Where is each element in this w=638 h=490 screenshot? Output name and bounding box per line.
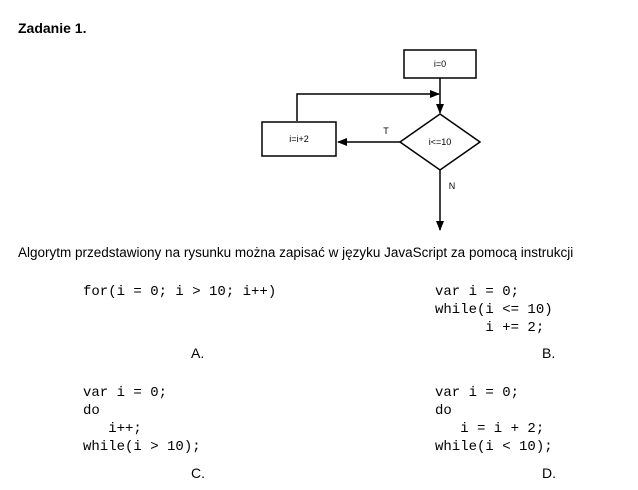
action-box-label: i=i+2 (289, 134, 309, 144)
option-a-label: A. (191, 345, 205, 361)
question-text: Algorytm przedstawiony na rysunku można … (18, 245, 574, 260)
true-label: T (383, 126, 389, 136)
option-d-label: D. (542, 465, 556, 481)
loop-back-arrow (296, 90, 440, 121)
option-b-code: var i = 0; while(i <= 10) i += 2; (435, 284, 553, 336)
decision-label: i<=10 (429, 137, 452, 147)
flowchart: i=0 i<=10 T i=i+2 N (261, 49, 482, 231)
false-label: N (449, 181, 456, 191)
action-box (261, 121, 337, 157)
option-b-label: B. (542, 345, 556, 361)
option-a-code: for(i = 0; i > 10; i++) (83, 284, 277, 300)
start-box-label: i=0 (434, 59, 446, 69)
task-title: Zadanie 1. (18, 20, 87, 36)
start-box (403, 49, 477, 79)
option-c-code: var i = 0; do i++; while(i > 10); (83, 385, 201, 455)
option-d-code: var i = 0; do i = i + 2; while(i < 10); (435, 385, 553, 455)
option-c-label: C. (191, 465, 205, 481)
